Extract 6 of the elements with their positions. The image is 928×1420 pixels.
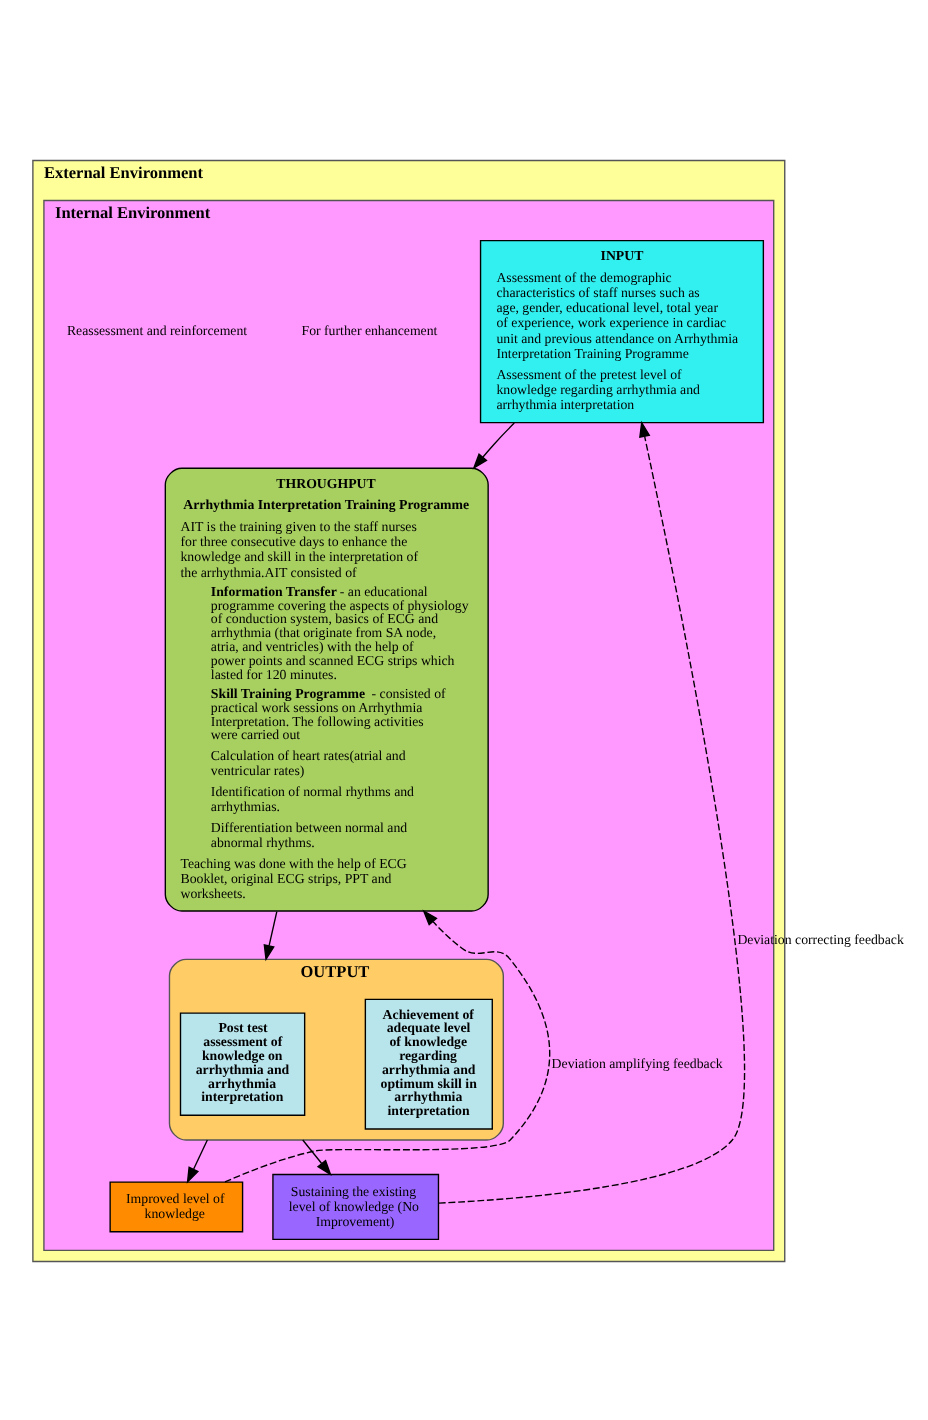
arrow (224, 908, 551, 1182)
arrow (438, 419, 746, 1203)
arrow (302, 1138, 332, 1175)
arrow (472, 421, 515, 469)
arrow (263, 909, 278, 961)
arrow (186, 1138, 209, 1183)
